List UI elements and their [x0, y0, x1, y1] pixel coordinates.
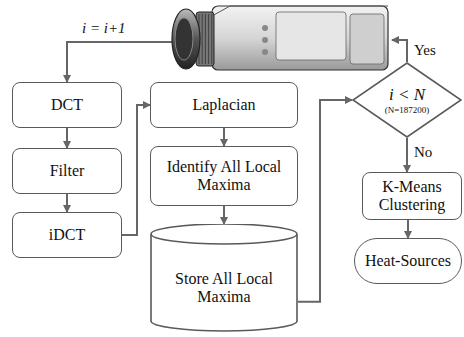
- decision-diamond: i < N(N=187200): [352, 62, 462, 138]
- flow-arrow: [224, 128, 225, 146]
- flow-arrow: [407, 138, 408, 172]
- edge-label: No: [412, 144, 434, 161]
- lens-glass: [175, 18, 193, 60]
- flow-arrow: [67, 194, 68, 212]
- process-box: Laplacian: [150, 82, 298, 128]
- node-text: Heat-Sources: [365, 252, 451, 270]
- node-text: Store All Local Maxima: [158, 270, 290, 307]
- node-text: Laplacian: [192, 96, 255, 114]
- node-text: Filter: [50, 162, 85, 180]
- node-text: DCT: [51, 96, 83, 114]
- camera-panel: [276, 12, 346, 60]
- process-box: Filter: [12, 148, 122, 194]
- camera-body: [212, 6, 388, 70]
- process-box: iDCT: [12, 212, 122, 258]
- lens-front: [172, 9, 200, 69]
- node-text: K-Means Clustering: [369, 178, 455, 215]
- node-text: i < N: [389, 85, 425, 105]
- node-text: Identify All Local Maxima: [157, 158, 291, 195]
- storage-cylinder: Store All Local Maxima: [150, 224, 298, 332]
- process-box: Identify All Local Maxima: [150, 146, 298, 206]
- flow-arrow: [67, 128, 68, 148]
- lens-ribs: [199, 14, 212, 64]
- edge-label: Yes: [412, 42, 438, 59]
- flow-arrow: [122, 105, 150, 235]
- process-box: DCT: [12, 82, 122, 128]
- led: [262, 37, 268, 43]
- led: [262, 25, 268, 31]
- terminal-box: Heat-Sources: [354, 238, 462, 284]
- process-box: K-Means Clustering: [362, 172, 462, 220]
- node-note: (N=187200): [385, 105, 430, 115]
- loop-counter: i = i+1: [80, 20, 128, 37]
- flow-arrow: [298, 100, 352, 302]
- led: [262, 49, 268, 55]
- flow-arrow: [224, 206, 225, 224]
- flow-arrow: [408, 220, 409, 238]
- node-text: iDCT: [49, 226, 85, 244]
- camera-back: [350, 14, 384, 64]
